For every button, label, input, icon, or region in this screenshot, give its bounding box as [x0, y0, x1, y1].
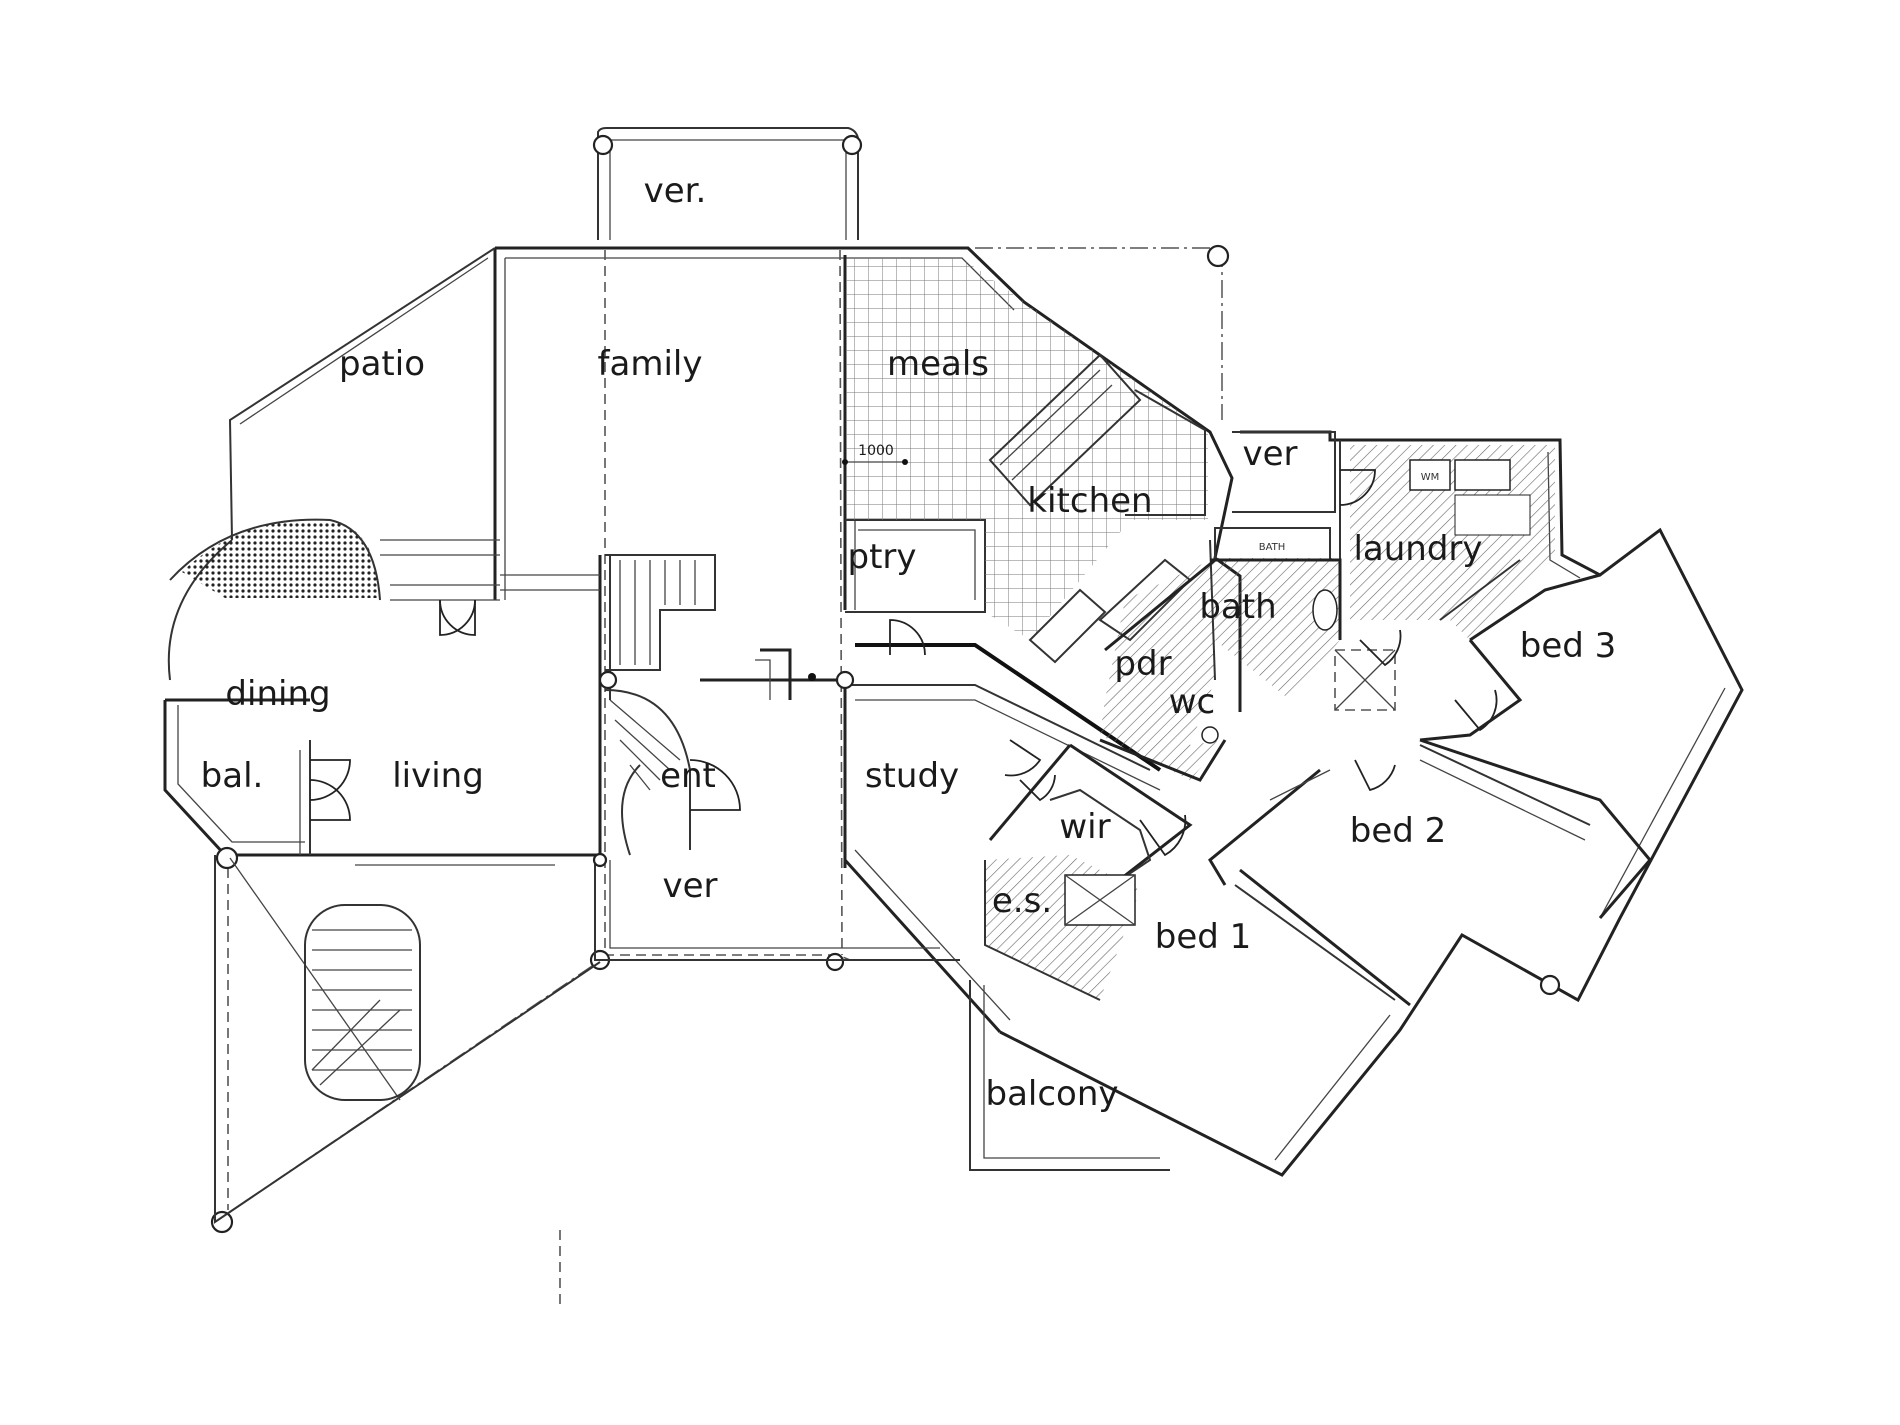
- label-pdr: pdr: [1114, 644, 1171, 684]
- laundry-area: [1339, 440, 1555, 640]
- label-bed3: bed 3: [1520, 626, 1617, 666]
- label-dining: dining: [225, 674, 330, 714]
- label-es: e.s.: [992, 881, 1052, 921]
- label-bal: bal.: [201, 756, 264, 796]
- label-bed2: bed 2: [1350, 811, 1447, 851]
- label-meals: meals: [887, 344, 989, 384]
- dimension-label: 1000: [858, 443, 894, 459]
- balcony: [969, 980, 1170, 1171]
- bedroom-1-walls: [984, 743, 1411, 1007]
- label-wir: wir: [1059, 807, 1110, 847]
- bottom-verandah: [594, 855, 960, 961]
- label-bath: bath: [1199, 587, 1276, 627]
- annotations: 1000 WM BATH: [842, 443, 1439, 553]
- dining-glazing: [169, 518, 500, 601]
- label-ver-bottom: ver: [662, 866, 717, 906]
- structural-posts: [592, 670, 855, 868]
- label-ptry: ptry: [847, 537, 916, 577]
- label-ver-top: ver.: [644, 171, 707, 211]
- staircase: [604, 554, 716, 856]
- interior-walls: [165, 255, 1162, 868]
- right-verandah: [1232, 431, 1336, 513]
- label-living: living: [392, 756, 484, 796]
- doors: [309, 469, 1498, 857]
- label-laundry: laundry: [1353, 529, 1482, 569]
- room-labels: ver. patio family meals ver kitchen ptry…: [201, 171, 1617, 1114]
- top-verandah: [592, 127, 863, 240]
- label-bed1: bed 1: [1155, 917, 1252, 957]
- label-balcony: balcony: [985, 1074, 1118, 1114]
- label-kitchen: kitchen: [1027, 481, 1152, 521]
- label-ent: ent: [660, 756, 716, 796]
- kitchen-island: [988, 353, 1142, 507]
- label-family: family: [598, 344, 703, 384]
- label-ver-right: ver: [1242, 434, 1297, 474]
- bedroom-3-walls: [1419, 559, 1601, 742]
- label-study: study: [865, 756, 959, 796]
- bath-fixture-label: BATH: [1259, 542, 1286, 553]
- wm-label: WM: [1421, 472, 1440, 483]
- bedroom-2-walls: [1208, 738, 1652, 919]
- skylight: [1334, 649, 1396, 711]
- wet-areas: [1099, 527, 1342, 782]
- label-patio: patio: [339, 344, 425, 384]
- lower-deck: [214, 855, 601, 1224]
- label-wc: wc: [1169, 682, 1216, 722]
- spa-tub: [304, 904, 421, 1101]
